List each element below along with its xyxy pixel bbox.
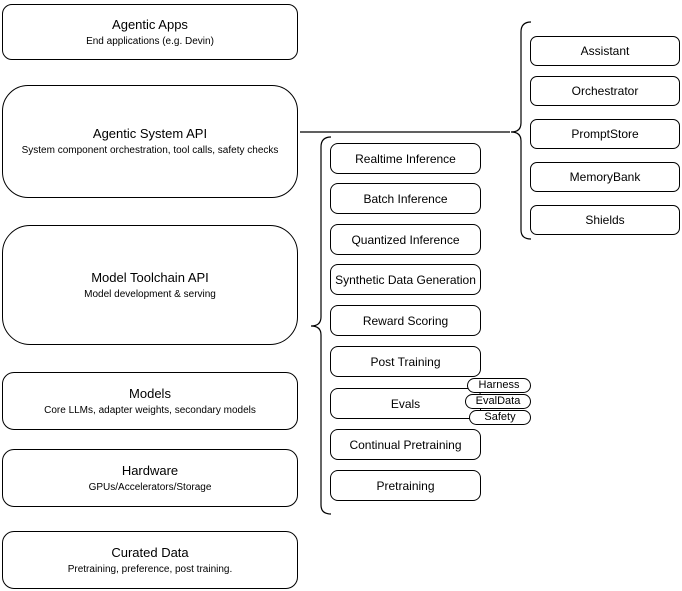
toolchain-item-realtime-inference: Realtime Inference	[330, 143, 481, 174]
box-models-subtitle: Core LLMs, adapter weights, secondary mo…	[44, 404, 256, 416]
toolchain-item-quantized-inference: Quantized Inference	[330, 224, 481, 255]
box-hardware: Hardware GPUs/Accelerators/Storage	[2, 449, 298, 507]
box-agentic-system-api-subtitle: System component orchestration, tool cal…	[21, 145, 279, 156]
toolchain-item-pretraining: Pretraining	[330, 470, 481, 501]
box-curated-data-title: Curated Data	[111, 544, 189, 560]
system-component-promptstore: PromptStore	[530, 119, 680, 149]
eval-tag-harness: Harness	[467, 378, 531, 393]
box-agentic-system-api: Agentic System API System component orch…	[2, 85, 298, 198]
toolchain-item-synthetic-data-generation: Synthetic Data Generation	[330, 264, 481, 295]
box-model-toolchain-api-title: Model Toolchain API	[91, 269, 209, 285]
box-agentic-apps-title: Agentic Apps	[112, 16, 188, 32]
box-agentic-apps: Agentic Apps End applications (e.g. Devi…	[2, 4, 298, 60]
system-component-memorybank: MemoryBank	[530, 162, 680, 192]
toolchain-item-batch-inference: Batch Inference	[330, 183, 481, 214]
system-component-orchestrator: Orchestrator	[530, 76, 680, 106]
toolchain-item-evals: Evals	[330, 388, 481, 419]
toolchain-item-continual-pretraining: Continual Pretraining	[330, 429, 481, 460]
box-hardware-title: Hardware	[121, 462, 179, 478]
box-curated-data-subtitle: Pretraining, preference, post training.	[67, 563, 233, 575]
toolchain-brace	[310, 136, 332, 515]
eval-tag-evaldata: EvalData	[465, 394, 531, 409]
box-model-toolchain-api: Model Toolchain API Model development & …	[2, 225, 298, 345]
box-models: Models Core LLMs, adapter weights, secon…	[2, 372, 298, 430]
eval-tag-safety: Safety	[469, 410, 531, 425]
box-agentic-apps-subtitle: End applications (e.g. Devin)	[86, 35, 214, 47]
box-model-toolchain-api-subtitle: Model development & serving	[84, 288, 216, 300]
toolchain-item-post-training: Post Training	[330, 346, 481, 377]
box-models-title: Models	[129, 385, 171, 401]
box-hardware-subtitle: GPUs/Accelerators/Storage	[88, 481, 212, 493]
system-component-assistant: Assistant	[530, 36, 680, 66]
system-components-brace	[510, 21, 532, 240]
system-component-shields: Shields	[530, 205, 680, 235]
box-curated-data: Curated Data Pretraining, preference, po…	[2, 531, 298, 589]
box-agentic-system-api-title: Agentic System API	[92, 126, 208, 141]
toolchain-item-reward-scoring: Reward Scoring	[330, 305, 481, 336]
